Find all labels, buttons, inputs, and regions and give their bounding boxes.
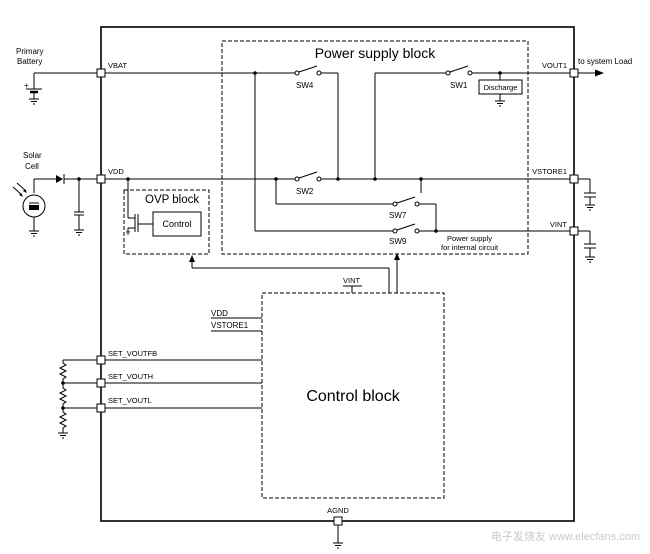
pin-label-set-voutl: SET_VOUTL	[108, 396, 152, 405]
output-arrow	[595, 69, 604, 77]
sw9-label: SW9	[389, 237, 407, 246]
power-supply-block	[221, 40, 529, 255]
battery-plus: +	[24, 81, 29, 90]
capacitor-vdd	[74, 211, 84, 216]
primary-battery-label-2: Battery	[17, 57, 42, 66]
switch-sw7	[392, 196, 420, 207]
solar-cell-label-2: Cell	[25, 162, 39, 171]
pin-label-vbat: VBAT	[108, 61, 127, 70]
sw4-label: SW4	[296, 81, 314, 90]
pin-vdd	[96, 174, 106, 184]
ground-symbol-vint	[585, 256, 595, 263]
sw7-label: SW7	[389, 211, 407, 220]
switch-sw2	[294, 171, 322, 182]
ovp-block	[123, 189, 210, 255]
ground-symbol-ladder	[58, 432, 68, 439]
pin-set-voutfb	[96, 355, 106, 365]
control-block-title: Control block	[306, 388, 400, 405]
pin-label-vdd: VDD	[108, 167, 124, 176]
ground-symbol-agnd	[333, 542, 343, 549]
ground-symbol-solar	[29, 230, 39, 237]
ground-symbol-vstore1	[585, 204, 595, 211]
ground-symbol-battery	[29, 98, 39, 105]
pin-vbat	[96, 68, 106, 78]
watermark: 电子发烧友 www.elecfans.com	[491, 529, 640, 543]
solar-cell-label-1: Solar	[23, 151, 42, 160]
sw2-label: SW2	[296, 187, 314, 196]
control-input-vdd: VDD	[211, 309, 228, 318]
switch-sw9	[392, 223, 420, 234]
ground-symbol-vdd-cap	[74, 229, 84, 236]
sw1-label: SW1	[450, 81, 468, 90]
internal-supply-label-1: Power supply	[447, 234, 492, 243]
control-block	[261, 292, 445, 499]
control-input-vstore1: VSTORE1	[211, 321, 249, 330]
pin-set-voutl	[96, 403, 106, 413]
diode-icon	[56, 174, 65, 184]
pin-vint	[569, 226, 579, 236]
pin-label-vout1: VOUT1	[542, 61, 567, 70]
ground-symbol-discharge	[495, 100, 505, 107]
resistor-ladder	[58, 360, 68, 433]
to-system-load: to system Load	[578, 57, 632, 66]
pin-agnd	[333, 516, 343, 526]
ovp-control-label: Control	[162, 219, 191, 229]
pin-vout1	[569, 68, 579, 78]
pin-set-vouth	[96, 378, 106, 388]
switch-sw1	[445, 65, 473, 76]
internal-supply-label-2: for internal circuit	[441, 243, 499, 252]
ovp-block-title: OVP block	[145, 194, 199, 206]
power-supply-block-title: Power supply block	[315, 45, 437, 61]
pin-label-vint: VINT	[550, 220, 568, 229]
battery-icon	[26, 88, 42, 94]
ovp-transistor	[126, 179, 153, 235]
switch-sw4	[294, 65, 322, 76]
pin-label-agnd: AGND	[327, 506, 349, 515]
control-input-vint: VINT	[343, 276, 361, 285]
pin-label-set-voutfb: SET_VOUTFB	[108, 349, 157, 358]
solar-cell-icon	[12, 182, 46, 218]
capacitor-vint	[584, 243, 596, 249]
capacitor-vstore1	[584, 192, 596, 198]
pin-label-set-vouth: SET_VOUTH	[108, 372, 153, 381]
primary-battery-label-1: Primary	[16, 47, 44, 56]
discharge-label: Discharge	[484, 83, 518, 92]
pin-label-vstore1: VSTORE1	[532, 167, 567, 176]
pin-vstore1	[569, 174, 579, 184]
